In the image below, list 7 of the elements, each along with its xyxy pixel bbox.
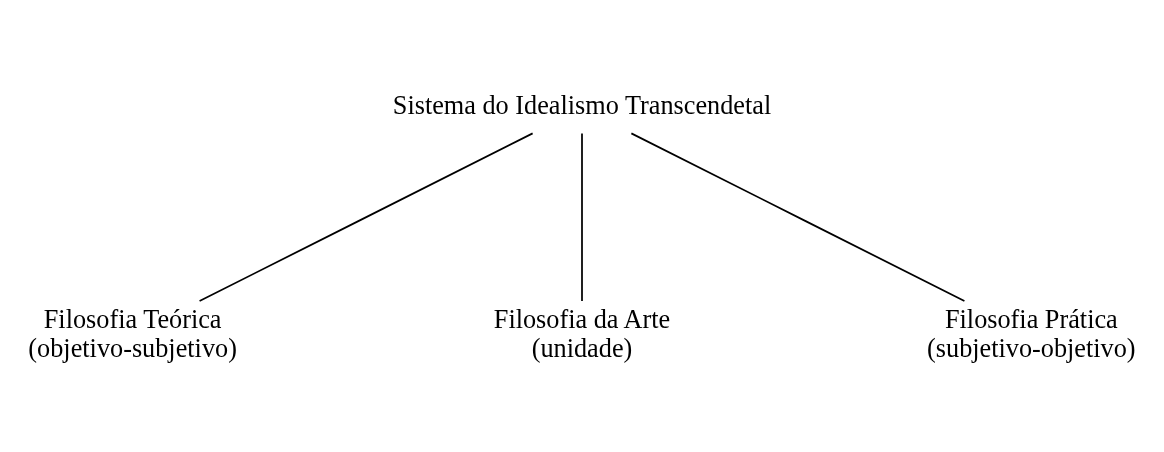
connector	[198, 132, 534, 302]
node-text: Filosofia Teórica (objetivo-subjetivo)	[28, 304, 237, 364]
connector	[630, 132, 966, 302]
node-text: Sistema do Idealismo Transcendetal	[392, 90, 772, 120]
node-text: Filosofia da Arte (unidade)	[493, 304, 671, 364]
node-text: Filosofia Prática (subjetivo-objetivo)	[927, 304, 1136, 364]
connector	[581, 132, 583, 302]
